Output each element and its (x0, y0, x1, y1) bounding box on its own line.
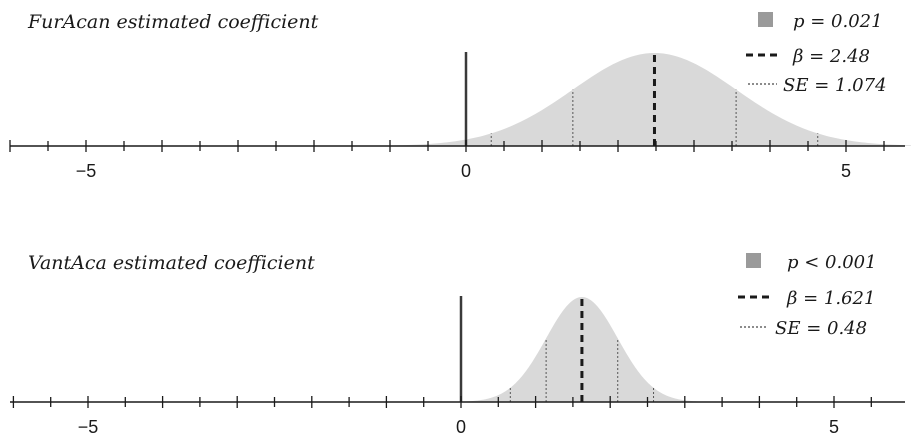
legend: p < 0.001 β = 1.621 SE = 0.48 (738, 252, 877, 339)
legend-p-label: p < 0.001 (787, 252, 877, 273)
density-plot: −5 0 5 (9, 52, 911, 181)
density-plot: −5 0 5 (10, 296, 905, 437)
x-tick-label: 5 (841, 161, 851, 181)
legend-beta-label: β = 2.48 (792, 46, 870, 67)
legend-se-label: SE = 0.48 (775, 318, 867, 339)
x-tick-label: 0 (461, 161, 471, 181)
x-tick-label: 0 (456, 417, 466, 437)
legend-p-label: p = 0.021 (793, 11, 883, 32)
x-tick-label: −5 (78, 417, 99, 437)
x-tick-label: 5 (829, 417, 839, 437)
legend: p = 0.021 β = 2.48 SE = 1.074 (746, 11, 887, 96)
density-area (327, 53, 911, 146)
legend-p-swatch (746, 253, 761, 268)
x-tick-label: −5 (76, 161, 97, 181)
vantaca-panel: VantAca estimated coefficient p < 0.001 … (10, 252, 905, 437)
furacan-panel: FurAcan estimated coefficient p = 0.021 … (9, 11, 911, 181)
panel-title: FurAcan estimated coefficient (27, 11, 319, 33)
legend-beta-label: β = 1.621 (786, 288, 875, 309)
panel-title: VantAca estimated coefficient (28, 252, 315, 274)
legend-se-label: SE = 1.074 (783, 75, 887, 96)
legend-p-swatch (758, 12, 773, 27)
